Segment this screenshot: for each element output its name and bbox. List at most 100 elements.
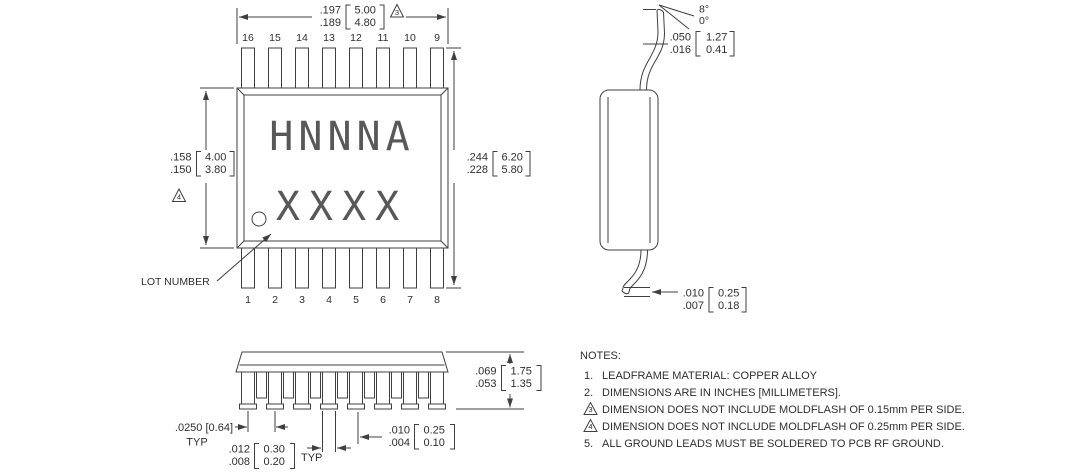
pin xyxy=(403,47,417,89)
note-item-4: 4 DIMENSION DOES NOT INCLUDE MOLDFLASH O… xyxy=(583,418,965,433)
pin-number: 15 xyxy=(269,32,281,44)
dim-inch-min: .053 xyxy=(475,378,496,390)
dim-lead-width-typ: TYP xyxy=(301,452,322,464)
pins-bottom-row xyxy=(241,247,444,289)
pin1-indicator-circle xyxy=(251,211,267,227)
lot-number-callout: LOT NUMBER xyxy=(141,233,272,288)
bracket-left xyxy=(345,4,351,30)
pin-number: 4 xyxy=(326,294,332,306)
dimension-lead-angle: 8° 0° xyxy=(658,4,709,30)
front-leads xyxy=(239,371,446,410)
dimension-lead-pitch: .0250 [0.64] TYP xyxy=(175,411,288,449)
bracket-left xyxy=(254,443,259,469)
note-item-3: 3 DIMENSION DOES NOT INCLUDE MOLDFLASH O… xyxy=(583,401,965,416)
pin-number: 2 xyxy=(272,294,278,306)
dimension-body-length: .197 .189 5.00 4.80 3 xyxy=(236,3,449,44)
pin-number: 9 xyxy=(434,32,440,44)
dimension-lead-span: .244 .228 6.20 5.80 xyxy=(446,47,531,289)
pin xyxy=(241,247,255,289)
dim-inch-min: .008 xyxy=(229,456,250,468)
note-text: DIMENSION DOES NOT INCLUDE MOLDFLASH OF … xyxy=(602,421,965,433)
pin-number: 11 xyxy=(378,32,389,44)
pin xyxy=(430,47,444,89)
bracket-left xyxy=(414,424,419,450)
pin-number: 7 xyxy=(407,294,413,306)
dim-inch-min: .004 xyxy=(389,437,410,449)
pin xyxy=(268,247,282,289)
note-number: 1. xyxy=(584,370,593,382)
dim-pitch-value: .0250 [0.64] xyxy=(175,422,233,434)
dim-inch-max: .010 xyxy=(389,425,410,437)
pin-number: 12 xyxy=(350,32,362,44)
pin-number: 16 xyxy=(242,32,254,44)
dim-mm-min: 0.10 xyxy=(424,437,445,449)
pin xyxy=(295,47,309,89)
dimension-body-width: .158 .150 4.00 3.80 4 xyxy=(170,87,235,249)
dim-mm-max: 5.00 xyxy=(355,5,376,17)
pin xyxy=(430,247,444,289)
note-flag-number: 3 xyxy=(395,8,399,17)
dim-inch-min: .016 xyxy=(670,44,691,56)
dim-inch-max: .069 xyxy=(475,366,496,378)
pins-top-row xyxy=(241,47,444,89)
note-number: 4 xyxy=(588,422,592,431)
dim-mm-max: 6.20 xyxy=(502,152,523,164)
dim-inch-min: .228 xyxy=(467,164,488,176)
pin-numbers-bottom: 1 2 3 4 5 6 7 8 xyxy=(245,294,440,306)
note-flag-triangle xyxy=(583,418,598,432)
note-item-2: 2. DIMENSIONS ARE IN INCHES [MILLIMETERS… xyxy=(584,387,841,399)
pin-number: 5 xyxy=(353,294,359,306)
dim-inch-max: .197 xyxy=(320,5,341,17)
dim-inch-max: .244 xyxy=(467,152,488,164)
dimension-lead-width: .012 .008 0.30 0.20 TYP xyxy=(229,411,351,469)
package-body-outline xyxy=(236,87,449,249)
dim-pitch-typ: TYP xyxy=(186,437,207,449)
dim-mm-min: 0.20 xyxy=(264,456,285,468)
bracket-left xyxy=(501,365,506,391)
dim-mm-min: 4.80 xyxy=(355,17,376,29)
pin xyxy=(241,47,255,89)
dim-inch-max: .050 xyxy=(670,32,691,44)
dim-mm-max: 4.00 xyxy=(205,152,226,164)
dimension-foot-length: .050 .016 1.27 0.41 xyxy=(643,9,735,57)
note-number: 2. xyxy=(584,387,593,399)
dim-mm-min: 5.80 xyxy=(502,164,523,176)
front-body-outline xyxy=(235,351,449,373)
note-item-5: 5. ALL GROUND LEADS MUST BE SOLDERED TO … xyxy=(584,438,944,450)
pin xyxy=(322,247,336,289)
notes-section: NOTES: 1. LEADFRAME MATERIAL: COPPER ALL… xyxy=(580,350,965,450)
note-flag-number: 4 xyxy=(177,192,181,201)
note-text: DIMENSION DOES NOT INCLUDE MOLDFLASH OF … xyxy=(602,404,965,416)
dimension-lead-thickness: .010 .007 0.25 0.18 xyxy=(624,287,747,313)
lot-number-label: LOT NUMBER xyxy=(141,276,210,288)
note-text: DIMENSIONS ARE IN INCHES [MILLIMETERS]. xyxy=(602,387,841,399)
top-view: 16 15 14 13 12 11 10 9 1 2 3 4 5 6 7 8 H… xyxy=(141,3,531,306)
dim-mm-min: 0.18 xyxy=(718,300,739,312)
pin-number: 6 xyxy=(380,294,386,306)
dim-inch-min: .007 xyxy=(683,300,704,312)
side-top-lead xyxy=(639,9,666,91)
angle-min: 0° xyxy=(699,15,709,27)
pin xyxy=(376,47,390,89)
front-view: .069 .053 1.75 1.35 .0250 [0.64] TYP .01… xyxy=(175,351,542,469)
side-body-outline xyxy=(599,89,659,251)
bracket-right xyxy=(741,287,747,313)
bracket-right xyxy=(229,151,235,177)
bracket-left xyxy=(196,151,201,177)
pin-number: 8 xyxy=(434,294,440,306)
pin xyxy=(349,247,363,289)
note-flag-triangle xyxy=(583,401,598,415)
note-number: 5. xyxy=(584,438,593,450)
dim-mm-min: 0.41 xyxy=(706,44,727,56)
package-marking-line2: XXXX xyxy=(276,184,408,230)
dim-mm-min: 3.80 xyxy=(205,164,226,176)
dim-mm-max: 1.27 xyxy=(706,32,727,44)
lot-number-leader-line xyxy=(216,233,272,282)
dim-inch-max: .158 xyxy=(170,152,191,164)
note-item-1: 1. LEADFRAME MATERIAL: COPPER ALLOY xyxy=(584,370,818,382)
dim-inch-max: .010 xyxy=(683,288,704,300)
bracket-left xyxy=(492,151,498,177)
bracket-right xyxy=(729,31,735,57)
notes-title: NOTES: xyxy=(580,350,621,362)
pin xyxy=(268,47,282,89)
